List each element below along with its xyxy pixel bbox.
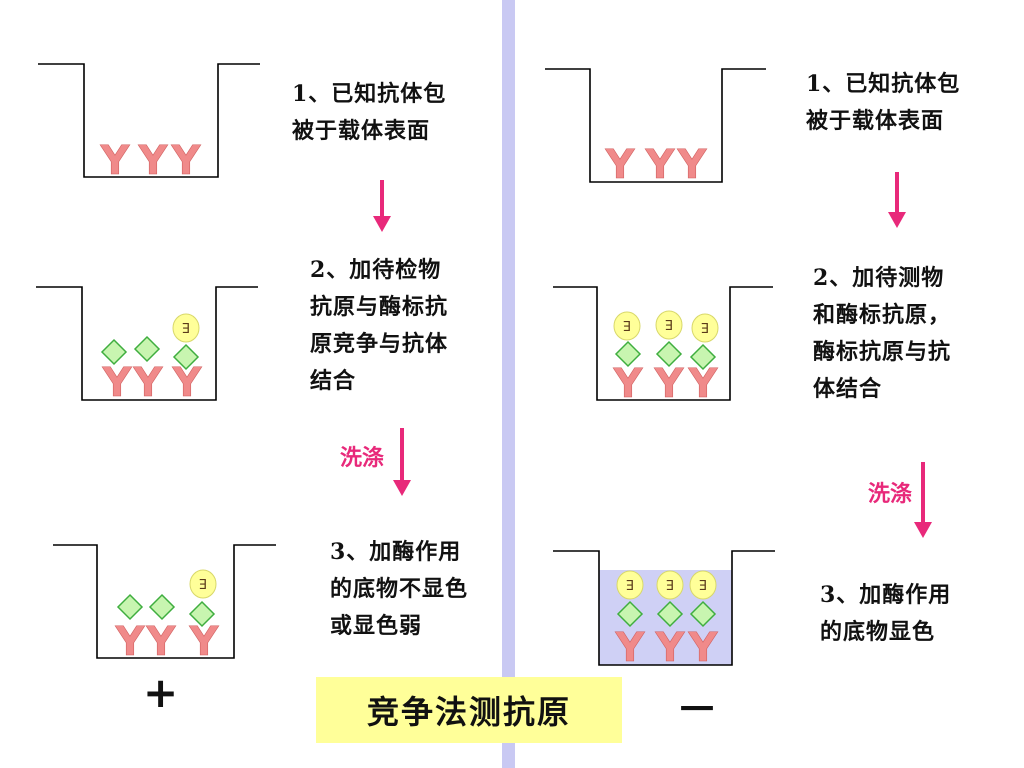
left-well-3 <box>53 544 276 659</box>
right-well-3-enzyme-1-label: E <box>626 576 634 591</box>
right-step-2: 2、加待测物 和酶标抗原， 酶标抗原与抗 体结合 <box>813 260 951 408</box>
right-step-2-line-2: 和酶标抗原， <box>813 302 952 328</box>
right-well-2-enzyme-1-body <box>613 311 641 341</box>
left-well-3-antigen-2 <box>148 593 176 621</box>
left-well-2-antibody-2: Y <box>133 360 164 406</box>
right-well-2-enzyme-2-body <box>655 310 683 340</box>
right-well-1-antibody-3: Y <box>677 142 708 188</box>
center-divider <box>502 0 515 768</box>
right-arrow-2-head <box>914 522 932 538</box>
right-step-1-line-1: 1、已知抗体包 <box>806 71 961 97</box>
left-well-2-antibody-1: Y <box>102 360 133 406</box>
left-step-2-line-1: 2、加待检物 <box>310 257 442 283</box>
right-well-2-antibody-2: Y <box>654 361 685 407</box>
right-well-3-antigen-3 <box>689 600 717 628</box>
left-well-3-antibody-2: Y <box>146 619 177 665</box>
left-well-2-antigen-3 <box>172 343 200 371</box>
left-well-3-antibody-1: Y <box>115 619 146 665</box>
left-step-2-line-4: 结合 <box>310 368 357 394</box>
right-well-3-enzyme-1-body <box>616 570 644 600</box>
right-well-1-antibody-1: Y <box>605 142 636 188</box>
left-well-3-antibody-3: Y <box>189 619 220 665</box>
left-step-2-line-2: 抗原与酶标抗 <box>310 294 449 320</box>
right-well-1 <box>545 68 766 183</box>
left-step-3-line-2: 的底物不显色 <box>330 576 469 602</box>
left-well-2 <box>36 286 258 401</box>
right-well-3-antigen-2 <box>656 600 684 628</box>
left-step-3-line-3: 或显色弱 <box>330 613 423 639</box>
left-well-3-enzyme-label: E <box>199 575 207 590</box>
left-step-1: 1、已知抗体包 被于载体表面 <box>292 76 446 150</box>
right-step-2-line-4: 体结合 <box>813 376 883 402</box>
right-well-3-enzyme-2-label: E <box>666 576 674 591</box>
right-well-2-antibody-1: Y <box>613 361 644 407</box>
left-step-3: 3、加酶作用 的底物不显色 或显色弱 <box>330 534 468 645</box>
left-step-2-line-3: 原竞争与抗体 <box>310 331 449 357</box>
right-well-3-enzyme-3-label: E <box>699 576 707 591</box>
left-step-3-line-1: 3、加酶作用 <box>330 539 462 565</box>
right-step-2-line-3: 酶标抗原与抗 <box>813 339 952 365</box>
right-arrow-1-head <box>888 212 906 228</box>
left-arrow-1-head <box>373 216 391 232</box>
left-well-2-enzyme-label: E <box>182 319 190 334</box>
left-well-2-antigen-2 <box>133 335 161 363</box>
left-well-1-antibody-1: Y <box>100 138 131 184</box>
right-well-2-antigen-2 <box>655 340 683 368</box>
title-box: 竞争法测抗原 <box>316 677 622 743</box>
right-well-2-antigen-1 <box>614 340 642 368</box>
left-wash-label: 洗涤 <box>340 446 385 471</box>
negative-sign: － <box>676 685 719 734</box>
left-step-2: 2、加待检物 抗原与酶标抗 原竞争与抗体 结合 <box>310 252 448 400</box>
left-well-1-antibody-3: Y <box>171 138 202 184</box>
right-wash-label: 洗涤 <box>868 482 913 507</box>
right-well-3-antibody-3: Y <box>688 625 719 671</box>
right-well-3-antibody-1: Y <box>615 625 646 671</box>
page-title: 竞争法测抗原 <box>366 693 571 731</box>
left-step-1-line-2: 被于载体表面 <box>292 118 431 144</box>
right-well-1-antibody-2: Y <box>645 142 676 188</box>
positive-sign: + <box>143 668 179 717</box>
right-well-3-enzyme-2-body <box>656 570 684 600</box>
left-well-2-enzyme-body <box>172 313 200 343</box>
right-well-2-enzyme-3-body <box>691 313 719 343</box>
right-well-2-enzyme-2-label: E <box>665 316 673 331</box>
left-well-3-enzyme-body <box>189 569 217 599</box>
right-step-2-line-1: 2、加待测物 <box>813 265 945 291</box>
right-step-1-line-2: 被于载体表面 <box>806 108 945 134</box>
right-step-3-line-1: 3、加酶作用 <box>820 582 952 608</box>
left-well-3-antigen-3 <box>188 600 216 628</box>
right-step-3-line-2: 的底物显色 <box>820 619 936 645</box>
left-step-1-line-1: 1、已知抗体包 <box>292 81 447 107</box>
left-well-1-antibody-2: Y <box>138 138 169 184</box>
right-well-3 <box>553 550 775 666</box>
right-well-3-enzyme-3-body <box>689 570 717 600</box>
left-well-1 <box>38 63 260 178</box>
right-well-3-antigen-1 <box>616 600 644 628</box>
right-well-2 <box>553 286 773 401</box>
right-well-3-antibody-2: Y <box>655 625 686 671</box>
left-well-2-antigen-1 <box>100 338 128 366</box>
right-well-2-antigen-3 <box>689 343 717 371</box>
right-step-3: 3、加酶作用 的底物显色 <box>820 577 951 651</box>
right-well-2-enzyme-3-label: E <box>701 319 709 334</box>
left-arrow-2-head <box>393 480 411 496</box>
right-well-2-enzyme-1-label: E <box>623 317 631 332</box>
left-well-3-antigen-1 <box>116 593 144 621</box>
right-step-1: 1、已知抗体包 被于载体表面 <box>806 66 960 140</box>
